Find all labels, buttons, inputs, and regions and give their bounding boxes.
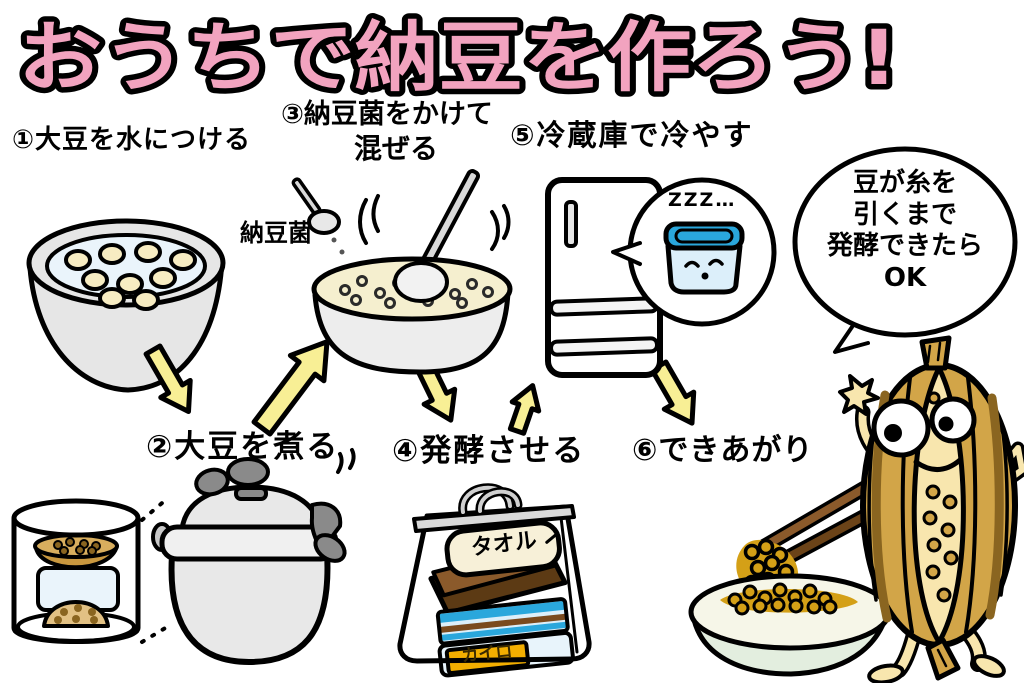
natto-mascot-illustration	[838, 335, 1024, 683]
arrow-step4-to-step5	[507, 383, 542, 436]
speech-bubble-text: 豆が糸を 引くまで 発酵できたら OK	[826, 168, 983, 294]
natto-container-sleeping-icon	[663, 221, 745, 295]
mixing-bowl-illustration	[291, 169, 513, 375]
mascot-eye	[871, 398, 931, 458]
steamer-cutaway-illustration	[11, 496, 174, 644]
steam-marks	[336, 448, 356, 474]
natto-bowl-illustration	[688, 478, 892, 677]
small-spoon-icon	[291, 177, 345, 255]
fermentation-bag-illustration	[397, 483, 592, 678]
pressure-cooker-illustration	[151, 448, 356, 665]
zzz-label: ZZZ…	[668, 189, 737, 211]
sleep-bubble	[611, 177, 777, 327]
arrow-step2-to-step3	[251, 339, 330, 437]
mascot-eye	[929, 396, 977, 444]
step5-label: ⑤冷蔵庫で冷やす	[510, 118, 754, 152]
towel-label-patch	[444, 520, 562, 578]
fridge-handle	[564, 200, 578, 248]
step6-label: ⑥できあがり	[632, 433, 814, 468]
step3-label: ③納豆菌をかけて	[281, 99, 493, 130]
motion-marks	[358, 194, 511, 251]
arrow-step1-to-step2	[143, 343, 193, 414]
mascot-smile	[913, 457, 963, 472]
step1-label: ①大豆を水につける	[12, 125, 252, 155]
page-title: おうちで納豆を作ろう!	[18, 13, 898, 102]
chopstick	[754, 482, 872, 554]
step4-label: ④発酵させる	[392, 433, 586, 469]
soaking-bowl-illustration	[26, 218, 226, 393]
natto-kin-label: 納豆菌	[240, 219, 312, 247]
speech-bubble	[792, 146, 1018, 354]
waving-hand-icon	[838, 374, 880, 416]
step2-label: ②大豆を煮る	[146, 429, 340, 465]
arrow-step5-to-step6	[649, 359, 697, 426]
step3-label-line2: 混ぜる	[353, 132, 438, 165]
